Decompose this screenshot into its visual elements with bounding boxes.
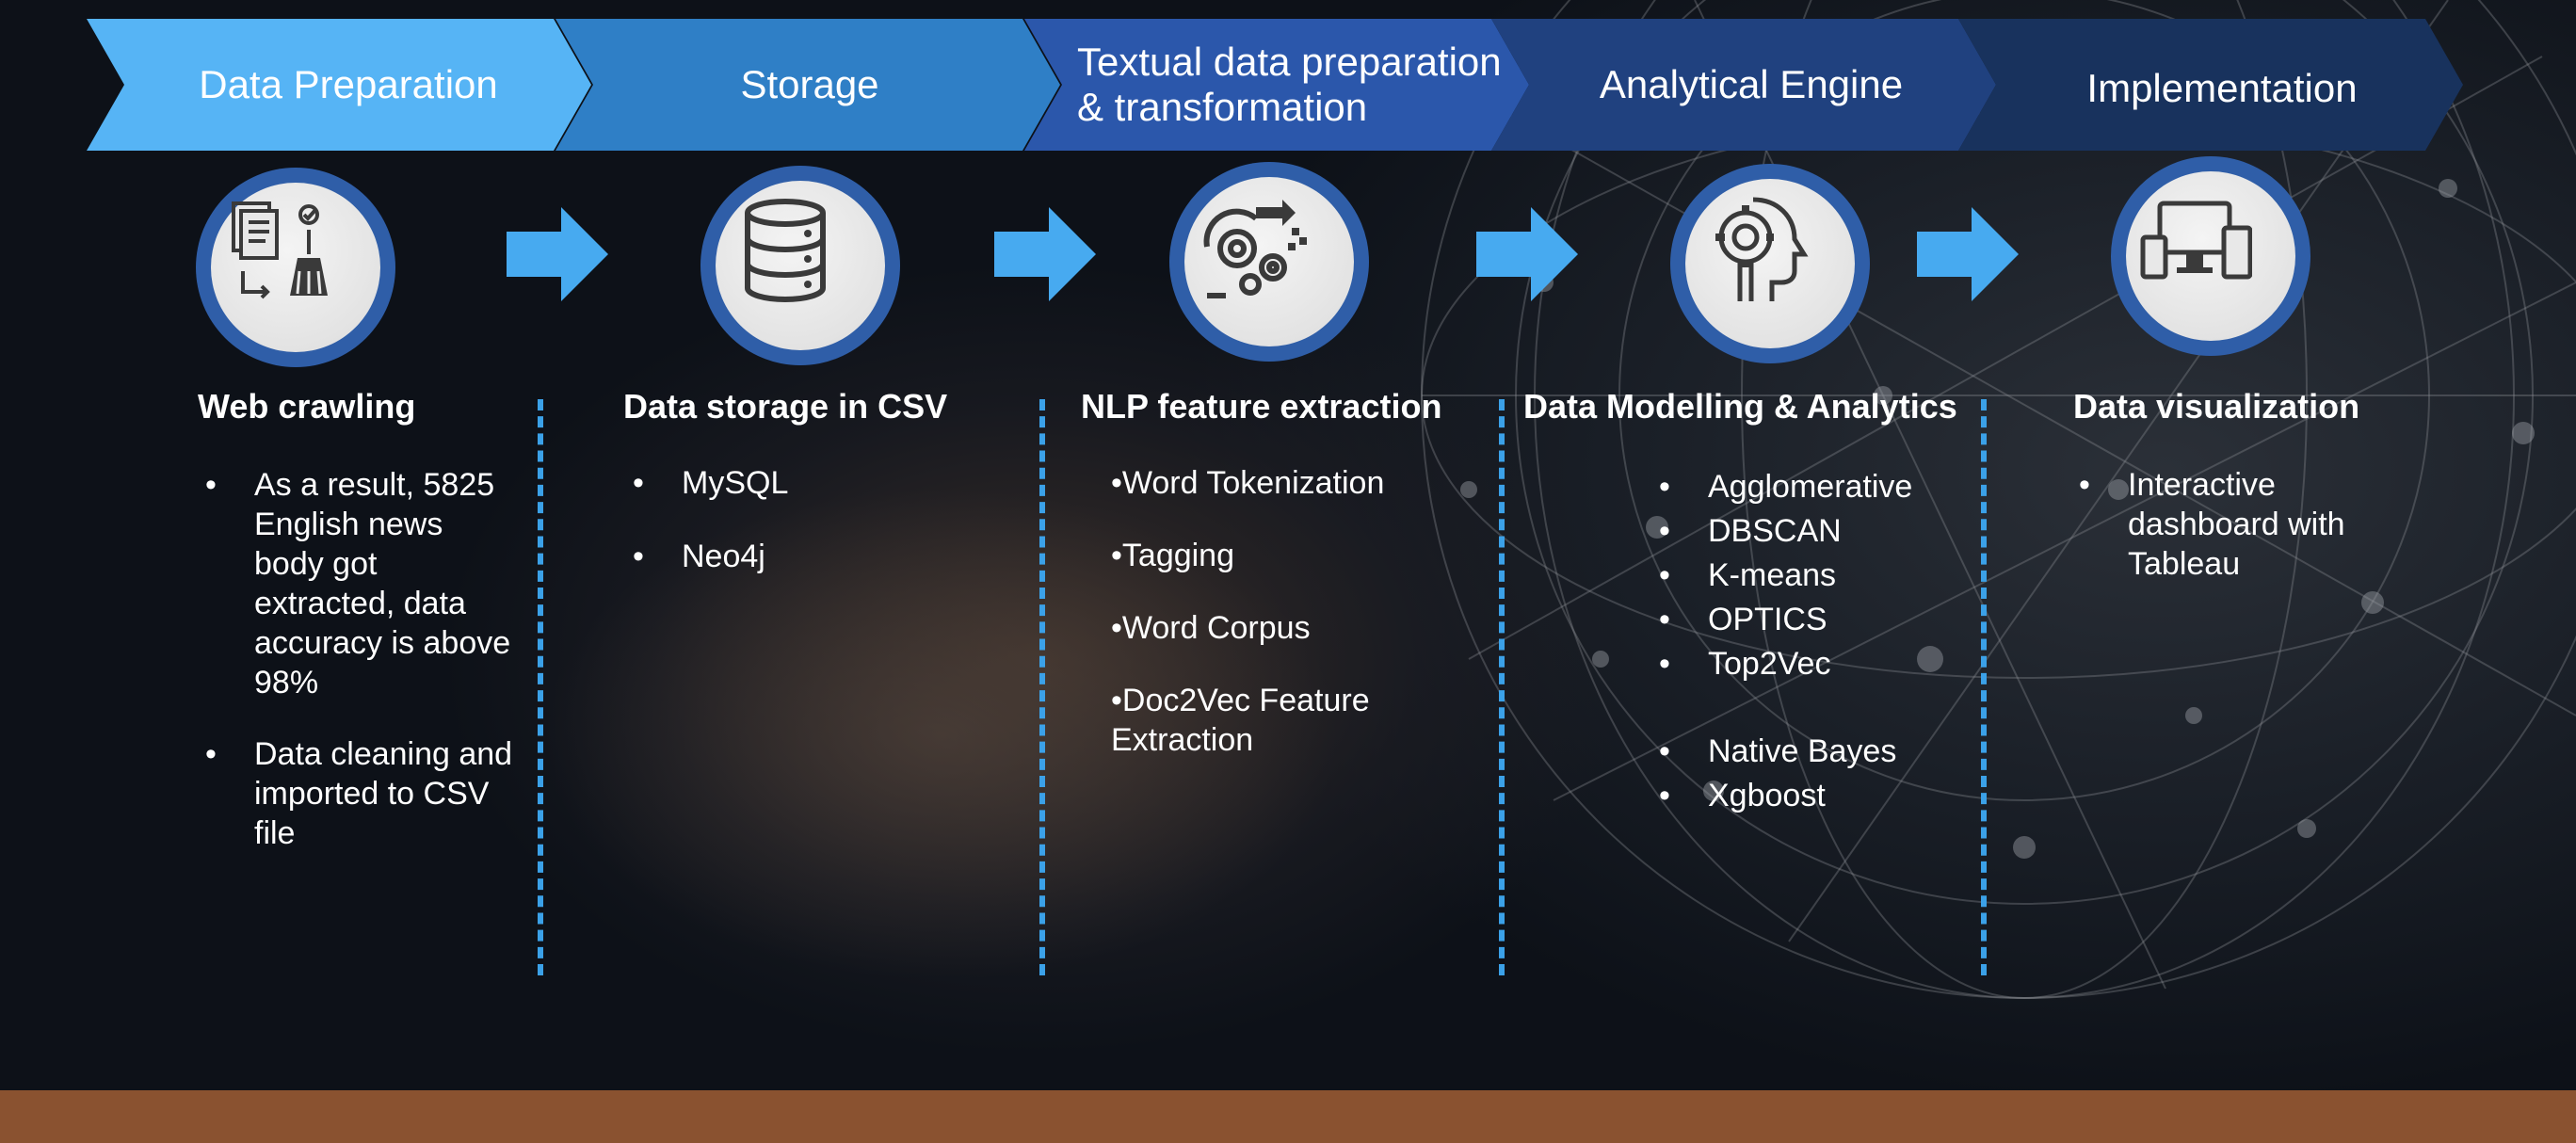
flow-arrow-3	[1476, 207, 1578, 301]
head-gear-icon	[1715, 197, 1809, 301]
list-item: •Word Corpus	[1111, 610, 1311, 646]
stage-1-title: Data Preparation	[199, 62, 498, 106]
document-cleaning-icon	[232, 201, 328, 299]
stage-3-title: Textual data preparation & transformatio…	[1077, 40, 1502, 129]
list-item: •Tagging	[1111, 538, 1235, 573]
stage-5-title: Implementation	[2086, 66, 2358, 110]
stage-3-list: •Word Tokenization •Tagging •Word Corpus…	[1111, 463, 1412, 793]
flow-arrow-1	[507, 207, 608, 301]
stage-4-chevron	[1491, 19, 1996, 151]
stage-4-heading: Data Modelling & Analytics	[1523, 387, 1957, 426]
stage-3-chevron	[1024, 19, 1529, 151]
list-item: K-means	[1653, 554, 1973, 598]
stage-4-list: Agglomerative DBSCAN K-means OPTICS Top2…	[1653, 465, 1973, 818]
stage-1-list: As a result, 5825 English news body got …	[200, 465, 520, 885]
column-divider-4	[1981, 399, 1987, 975]
list-item: Top2Vec	[1653, 642, 1973, 686]
list-item: As a result, 5825 English news body got …	[200, 465, 520, 702]
gears-process-icon	[1203, 200, 1307, 298]
list-item: MySQL	[627, 463, 985, 503]
list-item: Native Bayes	[1653, 730, 1973, 774]
stage-3-icon-circle	[1169, 162, 1369, 362]
stage-2-icon-circle	[700, 166, 900, 365]
column-divider-1	[538, 399, 543, 975]
stage-5-icon-circle	[2111, 156, 2310, 356]
column-divider-2	[1039, 399, 1045, 975]
list-item: Neo4j	[627, 537, 985, 576]
stage-1-chevron	[87, 19, 591, 151]
list-item: Data cleaning and imported to CSV file	[200, 734, 520, 853]
stage-1-icon-circle	[196, 168, 395, 367]
list-item: Interactive dashboard with Tableau	[2073, 465, 2346, 584]
stage-4-title: Analytical Engine	[1599, 62, 1904, 106]
database-icon	[745, 199, 826, 302]
devices-icon	[2140, 201, 2252, 280]
stage-4-icon-circle	[1670, 164, 1870, 363]
list-item: Agglomerative	[1653, 465, 1973, 509]
stage-2-title: Storage	[740, 62, 879, 106]
list-item: OPTICS	[1653, 598, 1973, 642]
stage-3-heading: NLP feature extraction	[1081, 387, 1442, 426]
column-divider-3	[1499, 399, 1505, 975]
stage-2-chevron	[555, 19, 1060, 151]
stage-1-heading: Web crawling	[198, 387, 416, 426]
bottom-bar	[0, 1090, 2576, 1143]
stage-2-list: MySQL Neo4j	[627, 463, 985, 576]
stage-5-list: Interactive dashboard with Tableau	[2073, 465, 2346, 584]
stage-2-heading: Data storage in CSV	[623, 387, 948, 426]
list-item: •Doc2Vec Feature Extraction	[1111, 683, 1370, 758]
flow-arrow-2	[994, 207, 1096, 301]
list-item: DBSCAN	[1653, 509, 1973, 554]
flow-arrow-4	[1917, 207, 2019, 301]
stage-5-chevron	[1958, 19, 2463, 151]
list-item: Xgboost	[1653, 774, 1973, 818]
list-item: •Word Tokenization	[1111, 465, 1385, 501]
stage-5-heading: Data visualization	[2073, 387, 2360, 426]
